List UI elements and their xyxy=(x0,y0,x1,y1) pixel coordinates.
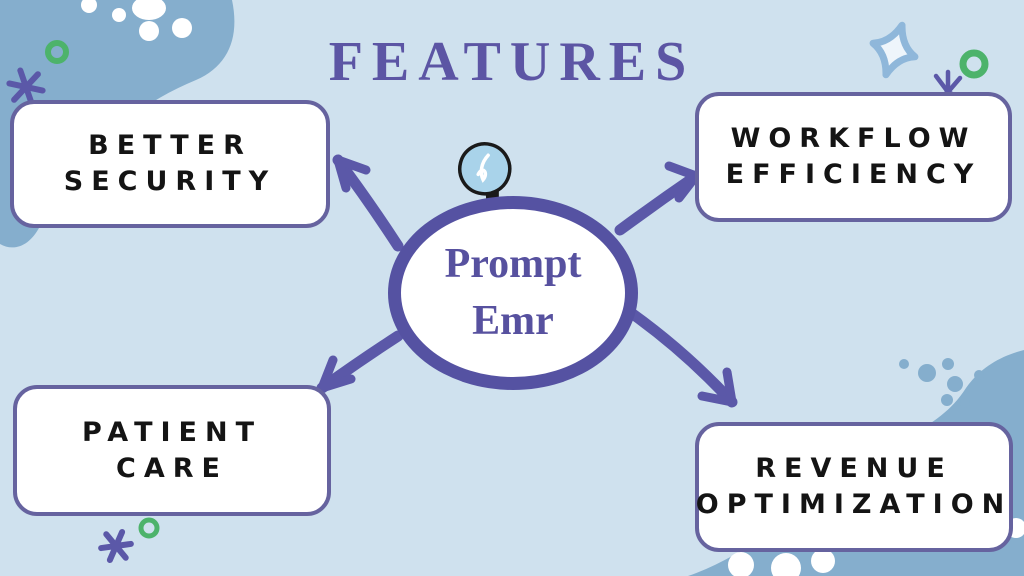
feature-label: CARE xyxy=(116,452,228,484)
feature-label: BETTER xyxy=(88,130,252,162)
feature-box-patient-care: PATIENT CARE xyxy=(13,385,331,516)
feature-box-revenue-optimization: REVENUE OPTIMIZATION xyxy=(695,422,1013,552)
lightbulb-icon xyxy=(458,142,512,204)
feature-box-better-security: BETTER SECURITY xyxy=(10,100,330,228)
feature-label: PATIENT xyxy=(81,416,263,448)
green-ring-icons xyxy=(45,40,989,539)
page-title: FEATURES xyxy=(328,31,696,93)
asterisk-sparkle-icons xyxy=(6,67,134,563)
center-node-prompt-emr: Prompt Emr xyxy=(388,196,638,390)
feature-label: REVENUE xyxy=(755,453,953,485)
dots-cluster-bottom-right xyxy=(899,358,984,408)
dots-cluster-bottom-edge xyxy=(728,518,1024,576)
connector-arrows xyxy=(316,154,738,408)
center-node-line2: Emr xyxy=(472,298,554,344)
feature-label: WORKFLOW xyxy=(730,123,977,155)
feature-label: EFFICIENCY xyxy=(725,159,982,190)
center-node-line1: Prompt xyxy=(444,241,582,288)
feature-label: OPTIMIZATION xyxy=(695,489,1013,520)
feature-box-workflow-efficiency: WORKFLOW EFFICIENCY xyxy=(695,92,1012,222)
arrow-to-revenue-optimization xyxy=(624,306,738,408)
diamond-sparkle-icon xyxy=(869,21,919,79)
dots-cluster-top-left xyxy=(81,0,192,41)
feature-label: SECURITY xyxy=(63,166,277,197)
